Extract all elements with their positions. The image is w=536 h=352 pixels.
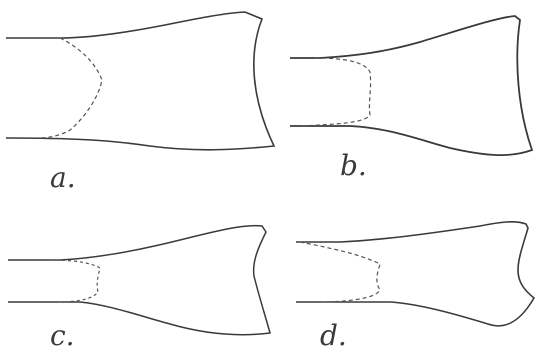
panel-b-drawing [290, 16, 532, 155]
panel-b-outline [290, 16, 532, 155]
panel-c-dashed-inner [50, 260, 100, 302]
panel-c-drawing [8, 226, 270, 335]
panel-d-outline [296, 222, 534, 326]
panel-c-outline [8, 226, 270, 335]
panel-b-label: b. [340, 152, 367, 180]
panel-b-dashed-inner [300, 58, 371, 126]
panel-d-drawing [296, 222, 534, 326]
panel-a-dashed-inner [36, 38, 102, 138]
panel-d-dashed-inner [300, 242, 380, 302]
panel-a-outline [6, 12, 274, 150]
panel-a-drawing [6, 12, 274, 150]
panel-a-label: a. [50, 164, 76, 192]
